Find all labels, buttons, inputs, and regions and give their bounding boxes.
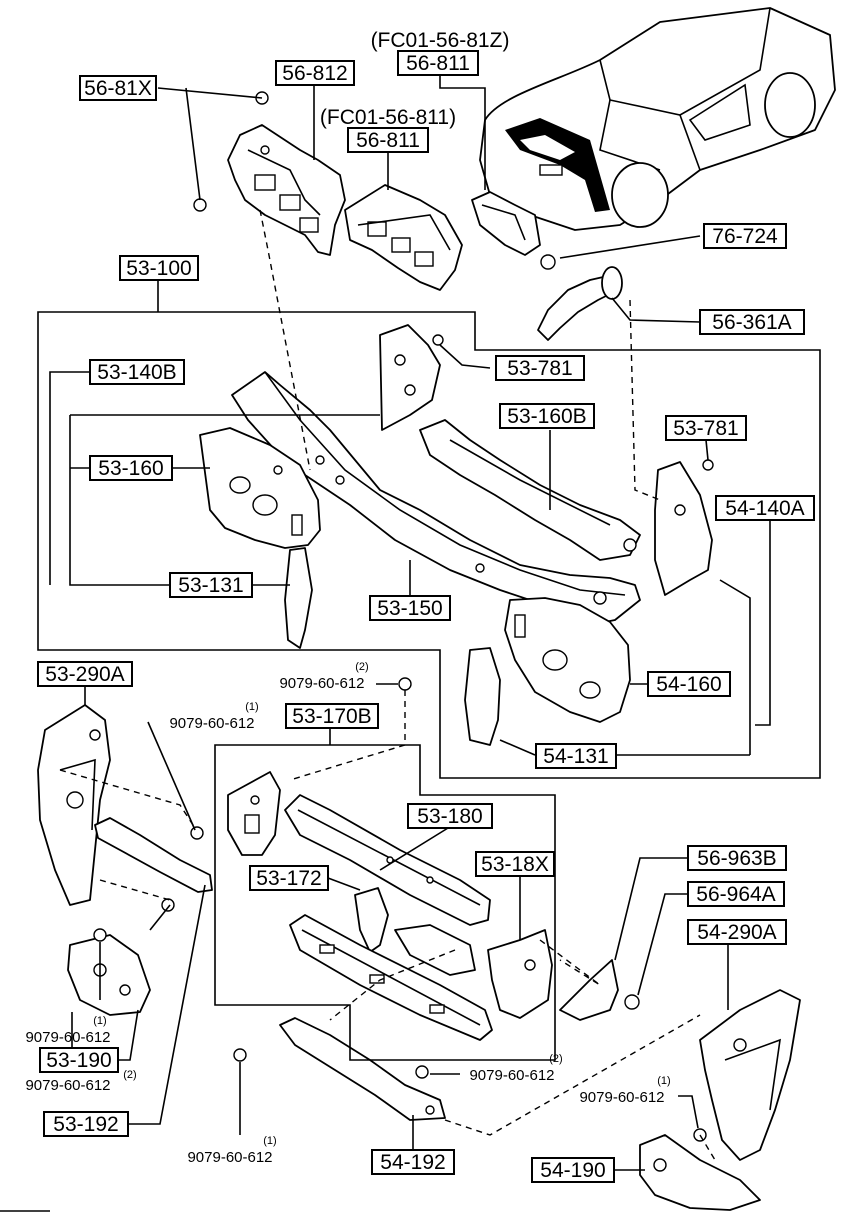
label-bolt-bottom-left-qty: (1) <box>263 1135 276 1147</box>
part-53-160b-shape <box>419 419 641 561</box>
label-53-131: 53-131 <box>178 574 243 597</box>
label-56-81x: 56-81X <box>84 77 152 100</box>
label-bolt-bottom-mid-qty: (2) <box>549 1053 562 1065</box>
part-53-190-shape <box>67 934 151 1016</box>
label-54-140a: 54-140A <box>725 497 804 520</box>
label-54-131: 54-131 <box>543 745 608 768</box>
lower-reinforcement-shape <box>289 914 493 1041</box>
label-bolt-top: 9079-60-612 <box>279 675 364 692</box>
label-53-170b: 53-170B <box>292 705 371 728</box>
part-56-811-funnel <box>471 191 541 256</box>
label-bolt-190-qty: (1) <box>93 1015 106 1027</box>
label-53-172: 53-172 <box>256 867 321 890</box>
part-53-140b-shape <box>379 324 441 431</box>
part-56-811-shape <box>344 184 463 291</box>
part-53-192-shape <box>94 817 213 893</box>
label-53-160: 53-160 <box>98 457 163 480</box>
bolts <box>93 677 707 1142</box>
label-bolt-left: 9079-60-612 <box>169 715 254 732</box>
label-56-964a: 56-964A <box>696 883 775 906</box>
label-bolt-190b-qty: (2) <box>123 1069 136 1081</box>
label-76-724: 76-724 <box>712 225 778 248</box>
part-54-131-shape <box>464 647 501 746</box>
label-53-781-a: 53-781 <box>507 357 572 380</box>
label-bolt-right: 9079-60-612 <box>579 1089 664 1106</box>
label-bolt-left-qty: (1) <box>245 701 258 713</box>
part-53-290a-shape <box>37 704 111 906</box>
label-bolt-bottom-mid: 9079-60-612 <box>469 1067 554 1084</box>
part-53-172-shape <box>354 887 389 953</box>
clip-53-781-b <box>702 459 714 471</box>
label-53-192: 53-192 <box>53 1113 118 1136</box>
label-bolt-190b: 9079-60-612 <box>25 1077 110 1094</box>
label-56-811-mid: 56-811 <box>356 129 420 152</box>
part-56-963b-shape <box>559 959 640 1021</box>
label-54-290a: 54-290A <box>697 921 776 944</box>
part-54-192-shape <box>279 1017 446 1121</box>
label-53-160b: 53-160B <box>507 405 586 428</box>
label-53-140b: 53-140B <box>97 361 176 384</box>
part-53-150-shape <box>231 371 641 626</box>
label-bolt-bottom-left: 9079-60-612 <box>187 1149 272 1166</box>
leader-lines <box>37 72 821 1171</box>
label-bolt-right-qty: (1) <box>657 1075 670 1087</box>
label-bolt-top-qty: (2) <box>355 661 368 673</box>
part-54-140a-shape <box>654 461 713 596</box>
part-54-190-shape <box>639 1134 761 1211</box>
label-53-781-b: 53-781 <box>673 417 738 440</box>
label-fc01-56-81z: (FC01-56-81Z) <box>371 29 510 52</box>
label-fc01-56-811: (FC01-56-811) <box>320 106 456 129</box>
label-56-812: 56-812 <box>282 62 347 85</box>
part-54-160-shape <box>504 597 631 723</box>
part-54-290a-shape <box>699 989 801 1161</box>
part-label-group: (FC01-56-81Z) 56-811 56-812 56-81X (FC01… <box>25 29 815 1183</box>
part-53-131-shape <box>284 547 313 649</box>
label-54-190: 54-190 <box>540 1159 605 1182</box>
part-56-812-shape <box>227 124 346 256</box>
label-54-160: 54-160 <box>656 673 721 696</box>
vehicle-illustration <box>479 7 836 231</box>
part-56-964a-shape <box>624 994 640 1010</box>
part-53-180-shape <box>284 794 491 926</box>
label-56-811-top: 56-811 <box>406 52 470 75</box>
part-56-361a-shape <box>537 254 623 341</box>
label-bolt-190: 9079-60-612 <box>25 1029 110 1046</box>
part-53-18x-shape <box>487 929 553 1019</box>
clip-53-781-a <box>432 334 444 346</box>
part-53-160-shape <box>199 427 321 549</box>
label-54-192: 54-192 <box>380 1151 445 1174</box>
label-53-100: 53-100 <box>126 257 191 280</box>
label-53-180: 53-180 <box>417 805 482 828</box>
label-53-190: 53-190 <box>46 1049 111 1072</box>
part-53-170b-shape <box>227 771 281 856</box>
label-53-18x: 53-18X <box>481 853 549 876</box>
label-53-290a: 53-290A <box>45 663 124 686</box>
label-56-361a: 56-361A <box>712 311 791 334</box>
label-56-963b: 56-963B <box>697 847 776 870</box>
label-53-150: 53-150 <box>377 597 442 620</box>
